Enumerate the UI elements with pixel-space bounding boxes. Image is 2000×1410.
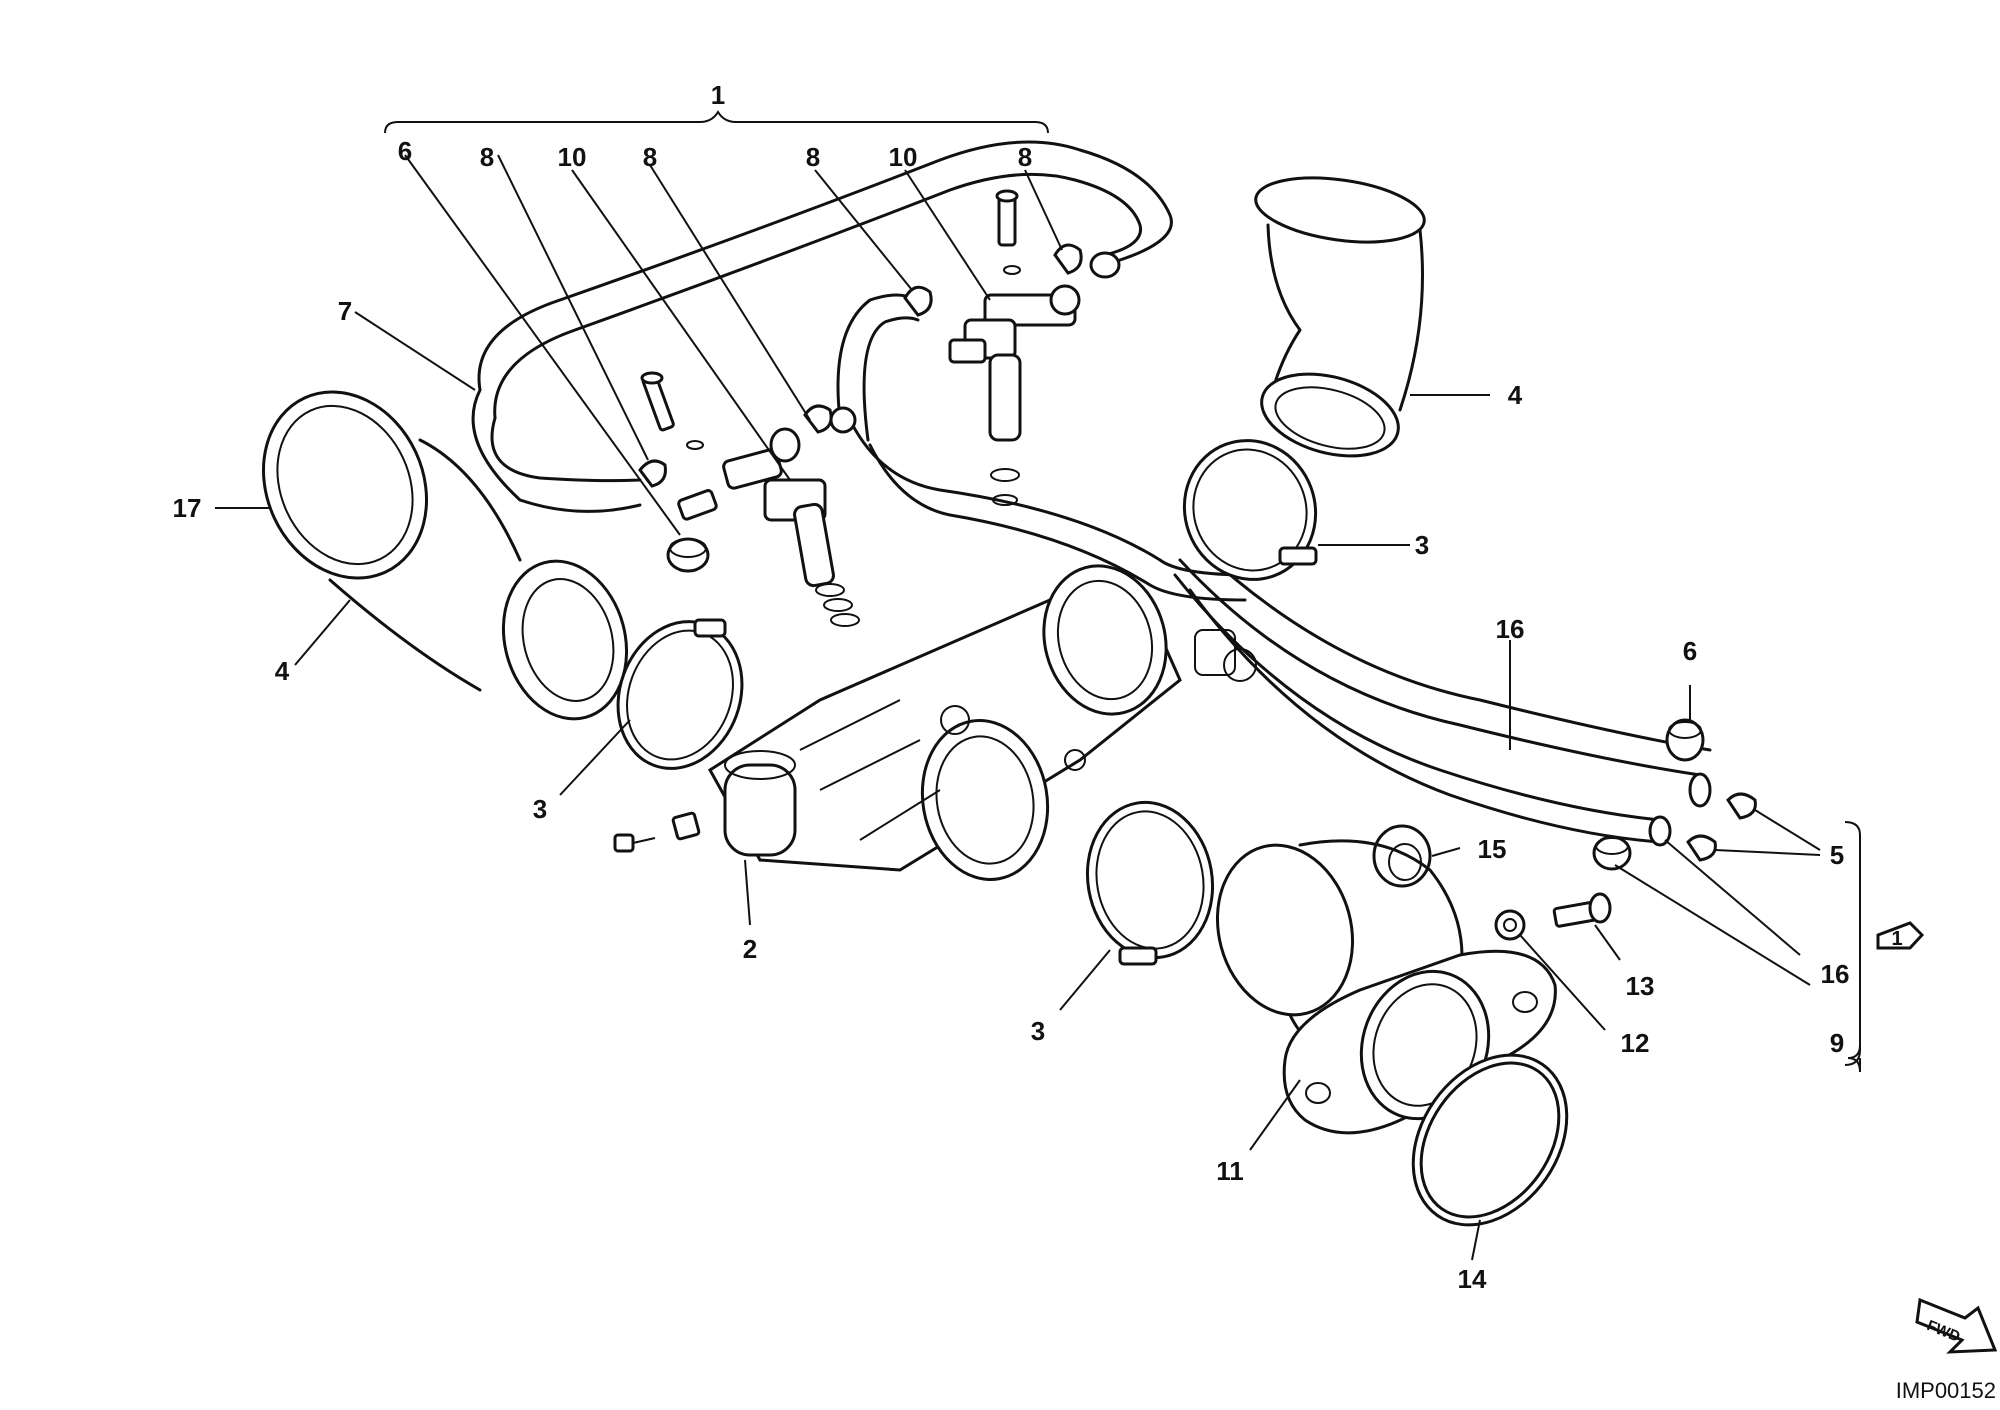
cap-right-6 [1665, 718, 1705, 762]
clips-right-5 [1686, 792, 1757, 862]
callout-3-left: 3 [533, 794, 547, 824]
washer-12 [1494, 909, 1526, 941]
callout-3-upper-right: 3 [1415, 530, 1429, 560]
fuel-fitting-left [677, 427, 860, 627]
callout-8-a: 8 [480, 142, 494, 172]
callout-16-top: 16 [1496, 614, 1525, 644]
kit-marker-shape [1876, 921, 1925, 950]
callout-7: 7 [338, 296, 352, 326]
callout-12: 12 [1621, 1028, 1650, 1058]
clamp-left [616, 618, 744, 770]
callout-1-assembly: 1 [711, 80, 725, 110]
spacer-15 [1372, 824, 1432, 888]
injector-cap-left [666, 537, 710, 573]
callout-16-bottom: 16 [1821, 959, 1850, 989]
cap-9 [1592, 835, 1632, 871]
fwd-arrow-badge: FWD [1915, 1297, 1998, 1354]
throttle-body [708, 564, 1257, 882]
clamp-upper-right [1182, 439, 1318, 581]
screw-and-clip [613, 811, 701, 853]
callout-8-d: 8 [1018, 142, 1032, 172]
fuel-hose [471, 140, 1252, 602]
leader-lines [215, 154, 1821, 1261]
assembly-brace [384, 110, 1049, 134]
callout-8-c: 8 [806, 142, 820, 172]
kit-bracket [1844, 821, 1861, 1073]
manifold-gasket [1411, 1053, 1569, 1227]
vent-hoses [1173, 546, 1712, 847]
callout-9: 9 [1830, 1028, 1844, 1058]
callout-kit-marker: 1 [1891, 928, 1902, 950]
intake-boot-left [261, 390, 629, 721]
reference-code: IMP00152 [1896, 1378, 1996, 1403]
callout-14: 14 [1458, 1264, 1487, 1294]
callout-2: 2 [743, 934, 757, 964]
callout-3-lower: 3 [1031, 1016, 1045, 1046]
callout-6-left: 6 [398, 136, 412, 166]
callout-8-b: 8 [643, 142, 657, 172]
callout-10-left: 10 [558, 142, 587, 172]
callout-6-right: 6 [1683, 636, 1697, 666]
callout-11: 11 [1216, 1156, 1244, 1186]
kit-bracket-lower [1844, 935, 1861, 1066]
callout-10-right: 10 [889, 142, 918, 172]
callout-5: 5 [1830, 840, 1844, 870]
callout-13: 13 [1626, 971, 1655, 1001]
bolt-13 [1552, 892, 1612, 928]
bolts-top [640, 189, 1021, 450]
callout-4-left: 4 [275, 656, 290, 686]
callout-15: 15 [1478, 834, 1507, 864]
clamp-lower [1085, 800, 1215, 966]
fuel-fitting-right [948, 284, 1081, 506]
intake-manifold [1215, 839, 1557, 1135]
callout-labels: 1 6 8 10 8 8 10 8 7 17 4 4 3 3 2 3 16 6 … [173, 80, 1903, 1294]
callout-17: 17 [173, 493, 202, 523]
callout-4-right: 4 [1508, 380, 1523, 410]
intake-boot-right [1254, 176, 1426, 458]
